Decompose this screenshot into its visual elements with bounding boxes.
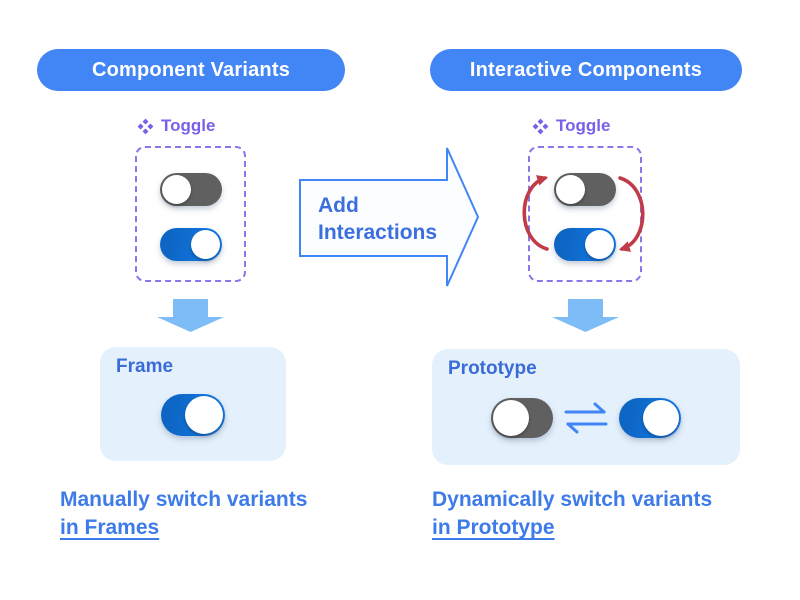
add-interactions-arrow xyxy=(299,147,480,287)
toggle-switch-frame[interactable] xyxy=(161,394,225,436)
toggle-knob xyxy=(493,400,529,436)
variants-box-left xyxy=(135,146,246,282)
caption-right: Dynamically switch variants in Prototype xyxy=(432,486,712,542)
component-label-left: Toggle xyxy=(137,116,215,136)
toggle-knob xyxy=(190,230,220,259)
toggle-switch-proto-off[interactable] xyxy=(491,398,553,438)
component-label-right: Toggle xyxy=(532,116,610,136)
component-icon xyxy=(137,118,154,134)
prototype-panel: Prototype xyxy=(432,349,740,465)
component-label-text: Toggle xyxy=(161,116,216,135)
frame-panel: Frame xyxy=(100,347,286,461)
caption-left: Manually switch variants in Frames xyxy=(60,486,307,542)
arrow-label-line2: Interactions xyxy=(318,221,438,244)
frame-panel-label: Frame xyxy=(116,356,174,377)
header-interactive-components: Interactive Components xyxy=(430,49,742,91)
toggle-switch-variant-off[interactable] xyxy=(159,173,222,206)
add-interactions-label: Add Interactions xyxy=(318,192,437,246)
arrow-label-line1: Add xyxy=(318,194,359,217)
down-arrow-icon xyxy=(157,299,224,332)
caption-right-line2: in Prototype xyxy=(432,516,555,539)
component-icon xyxy=(532,118,549,134)
caption-left-line1: Manually switch variants xyxy=(60,488,308,511)
down-arrow-icon xyxy=(552,299,619,332)
caption-left-line2: in Frames xyxy=(60,516,160,539)
caption-right-line1: Dynamically switch variants xyxy=(432,488,713,511)
component-label-text: Toggle xyxy=(556,116,611,135)
cycle-arrows-icon xyxy=(522,175,645,252)
toggle-knob xyxy=(643,400,679,436)
header-component-variants: Component Variants xyxy=(37,49,345,91)
variants-box-right xyxy=(528,146,642,282)
toggle-knob xyxy=(161,175,191,204)
prototype-toggle-row xyxy=(432,398,740,438)
toggle-switch-variant-on[interactable] xyxy=(554,228,616,261)
toggle-switch-variant-off[interactable] xyxy=(554,173,616,206)
toggle-switch-proto-on[interactable] xyxy=(619,398,681,438)
prototype-panel-label: Prototype xyxy=(448,358,537,379)
toggle-knob xyxy=(185,396,223,434)
toggle-switch-variant-on[interactable] xyxy=(159,228,222,261)
toggle-knob xyxy=(556,175,585,204)
swap-arrows-icon xyxy=(564,402,608,434)
toggle-knob xyxy=(585,230,614,259)
